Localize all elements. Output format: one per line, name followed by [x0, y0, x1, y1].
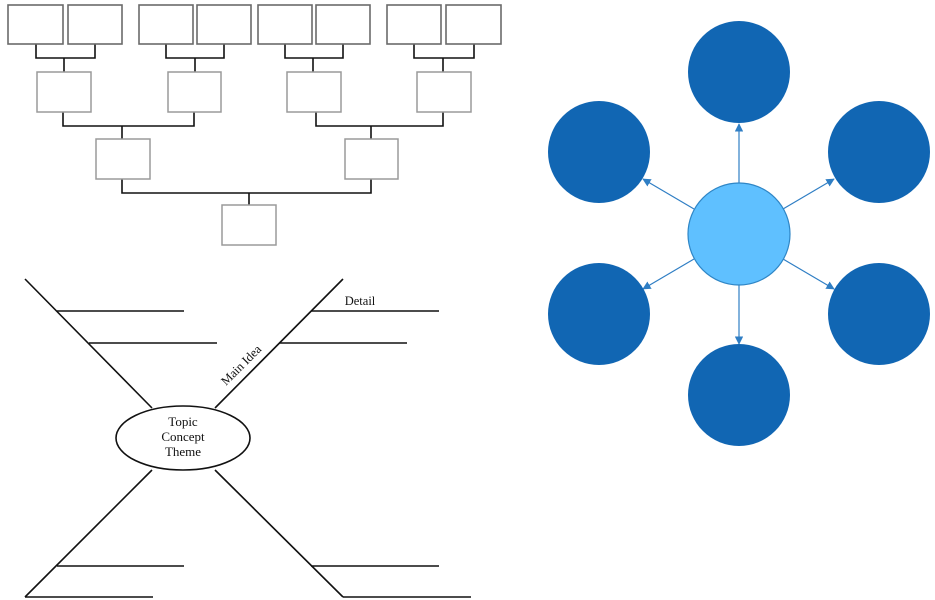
tree-connector: [413, 44, 475, 72]
bubble-map-diagram: [548, 21, 930, 446]
tree-connector: [62, 112, 195, 139]
tree-box: [344, 138, 399, 180]
bubble-arrow: [642, 178, 695, 210]
tree-box: [67, 4, 123, 45]
tree-box: [7, 4, 64, 45]
tree-box: [286, 71, 342, 113]
outer-circle-top: [688, 21, 790, 123]
tree-box: [257, 4, 313, 45]
center-label-line-2: Concept: [161, 429, 205, 444]
tree-box: [315, 4, 371, 45]
bubble-arrow: [642, 258, 695, 290]
outer-circle-bottom: [688, 344, 790, 446]
tree-box: [95, 138, 151, 180]
bubble-arrow: [782, 178, 835, 210]
tree-connector: [284, 44, 344, 72]
center-label-line-3: Theme: [165, 444, 201, 459]
detail-label: Detail: [345, 294, 376, 308]
tree-box: [36, 71, 92, 113]
tree-box: [221, 204, 277, 246]
outer-circle-upper-right: [828, 101, 930, 203]
tree-connector: [315, 112, 444, 139]
center-circle: [687, 182, 791, 286]
bubble-arrow: [782, 258, 835, 290]
tree-box: [196, 4, 252, 45]
tree-connector: [121, 179, 372, 205]
family-tree-diagram: [7, 4, 502, 246]
spider-leg: [24, 469, 153, 598]
tree-connector: [165, 44, 225, 72]
spider-map-diagram: Topic Concept Theme Main Idea Detail: [24, 278, 471, 598]
topic-ellipse: [115, 405, 251, 471]
tree-connector: [35, 44, 96, 72]
tree-box: [445, 4, 502, 45]
tree-box: [167, 71, 222, 113]
tree-box: [138, 4, 194, 45]
spider-leg: [24, 278, 153, 409]
spider-leg: [214, 469, 344, 598]
outer-circle-lower-right: [828, 263, 930, 365]
outer-circle-upper-left: [548, 101, 650, 203]
tree-box: [386, 4, 442, 45]
center-label-line-1: Topic: [168, 414, 198, 429]
outer-circle-lower-left: [548, 263, 650, 365]
tree-box: [416, 71, 472, 113]
